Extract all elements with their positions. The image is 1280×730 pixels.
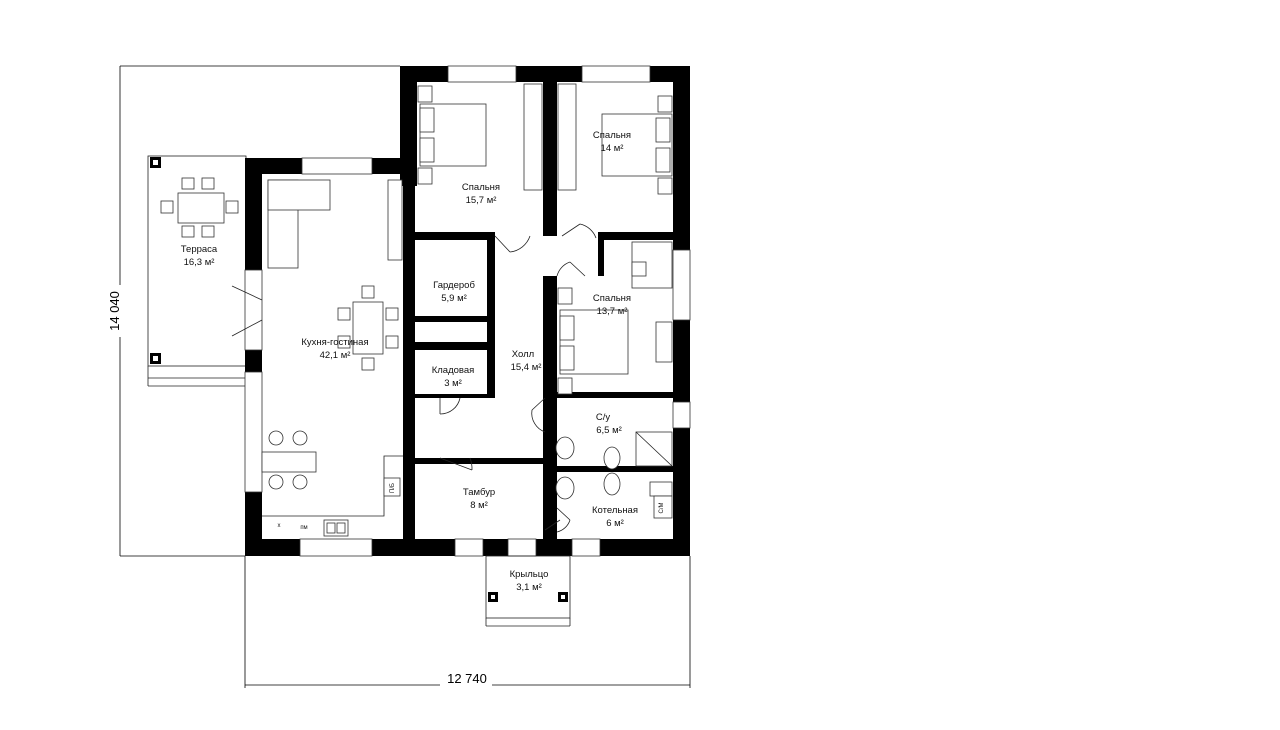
boiler-name: Котельная <box>592 505 638 516</box>
doors <box>231 223 597 533</box>
stove-label: x <box>278 523 281 529</box>
dimension-height: 14 040 <box>107 291 122 331</box>
porch-name: Крыльцо <box>510 569 549 580</box>
hall-name: Холл <box>512 349 534 360</box>
dishwasher-label: пм <box>300 525 307 531</box>
bedroom2-name: Спальня <box>593 130 631 141</box>
kitchen-name: Кухня-гостиная <box>301 337 368 348</box>
bedroom3-area-value: 13,7 м² <box>597 306 628 317</box>
boiler-area-value: 6 м² <box>606 518 624 529</box>
terrace-area <box>147 155 247 387</box>
pantry-name: Кладовая <box>432 365 475 376</box>
bathroom-name: С/у <box>596 412 611 423</box>
pantry-area-value: 3 м² <box>444 378 462 389</box>
hall-area-value: 15,4 м² <box>511 362 542 373</box>
porch-area-value: 3,1 м² <box>516 582 542 593</box>
terrace-area-value: 16,3 м² <box>184 257 215 268</box>
porch-area <box>485 555 571 627</box>
windows <box>244 65 691 557</box>
bedroom2-area-value: 14 м² <box>601 143 624 154</box>
vestibule-area-value: 8 м² <box>470 500 488 511</box>
bedroom1-name: Спальня <box>462 182 500 193</box>
terrace-name: Терраса <box>181 244 218 255</box>
vestibule-name: Тамбур <box>463 487 495 498</box>
bathroom-area-value: 6,5 м² <box>596 425 622 436</box>
room-labels: Терраса 16,3 м² Кухня-гостиная 42,1 м² С… <box>181 130 638 593</box>
wardrobe-area-value: 5,9 м² <box>441 293 467 304</box>
furniture <box>261 83 673 537</box>
washer-label: С/М <box>659 503 665 514</box>
wardrobe-name: Гардероб <box>433 280 475 291</box>
dimension-width: 12 740 <box>447 671 487 686</box>
kitchen-area-value: 42,1 м² <box>320 350 351 361</box>
bedroom3-name: Спальня <box>593 293 631 304</box>
fridge-label: П/Б <box>390 483 396 493</box>
bedroom1-area-value: 15,7 м² <box>466 195 497 206</box>
